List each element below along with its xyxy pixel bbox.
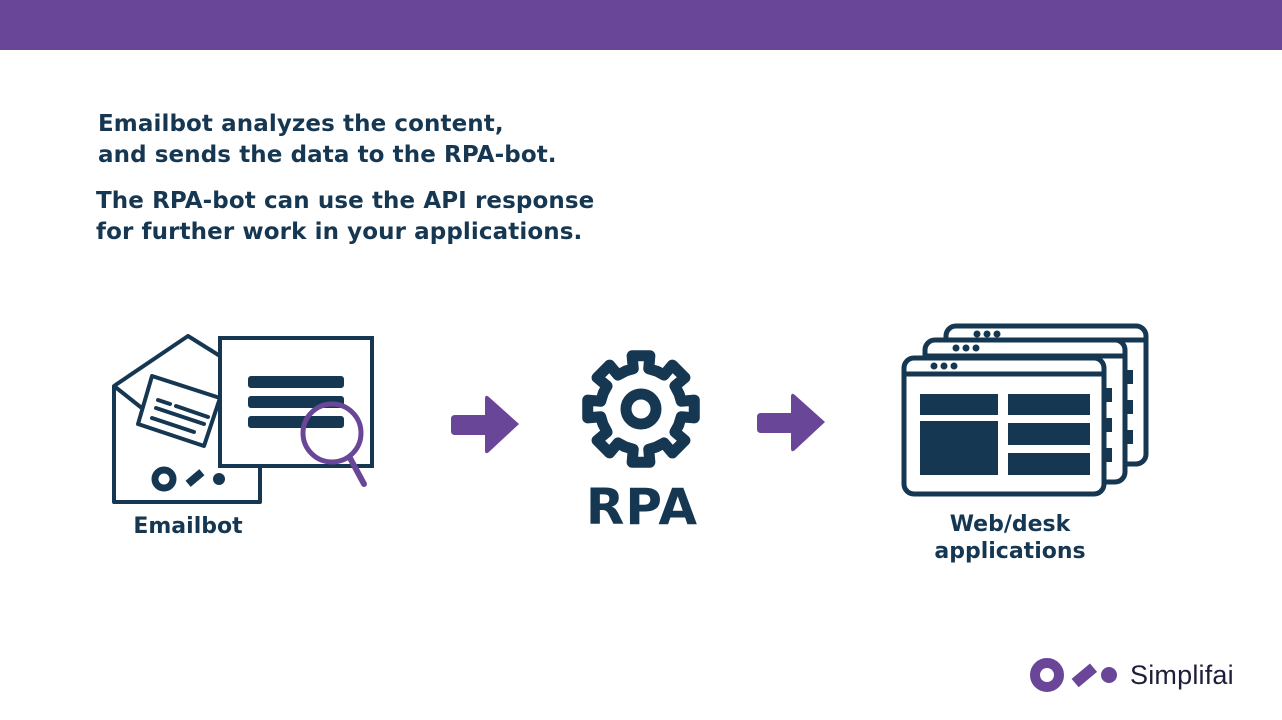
intro-line-3: The RPA-bot can use the API response (96, 188, 595, 214)
simplifai-logo: Simplifai (1028, 655, 1234, 695)
apps-label: Web/desk applications (900, 511, 1120, 565)
header-bar (0, 0, 1282, 50)
arrow-right-icon (757, 393, 825, 452)
intro-line-1: Emailbot analyzes the content, (98, 111, 504, 137)
rpa-label: RPA (585, 478, 699, 536)
intro-line-4: for further work in your applications. (96, 219, 583, 245)
apps-label-line-1: Web/desk (949, 512, 1071, 537)
apps-label-line-2: applications (934, 539, 1086, 564)
intro-line-2: and sends the data to the RPA-bot. (98, 142, 557, 168)
brand-name: Simplifai (1130, 659, 1234, 690)
envelope-document-magnifier-icon (112, 334, 374, 504)
intro-paragraph-2: The RPA-bot can use the API response for… (96, 186, 594, 248)
arrow-right-icon (451, 395, 519, 454)
gear-icon (582, 350, 700, 468)
intro-paragraph-1: Emailbot analyzes the content, and sends… (98, 109, 557, 171)
stacked-windows-icon (901, 323, 1149, 497)
emailbot-label: Emailbot (133, 514, 243, 539)
simplifai-logo-mark-icon (1030, 658, 1117, 692)
